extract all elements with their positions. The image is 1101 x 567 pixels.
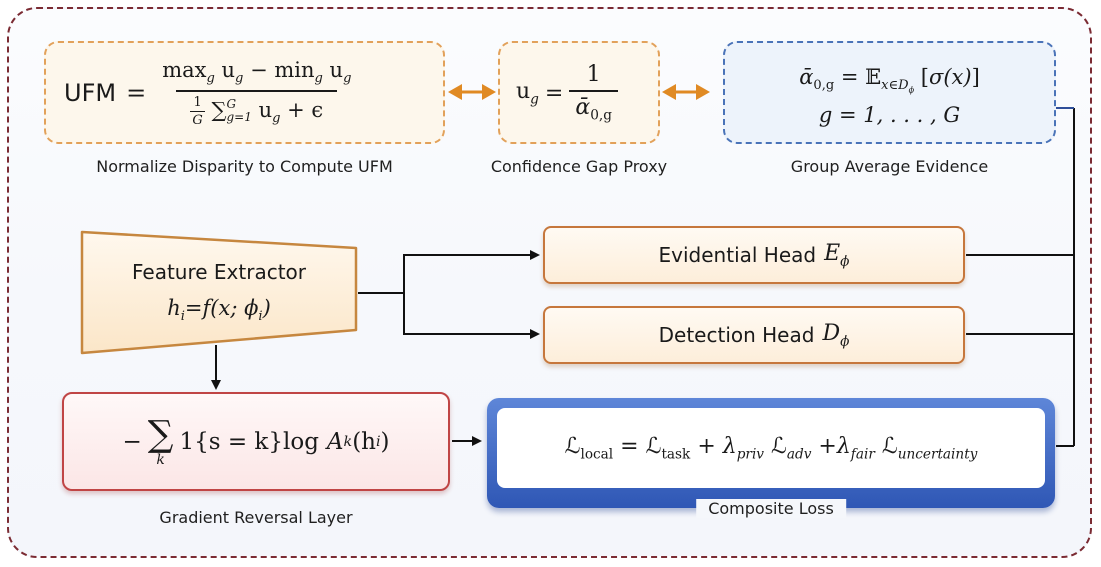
gap-caption: Confidence Gap Proxy (490, 157, 668, 176)
gap-lhs: ug (516, 78, 539, 108)
composite-loss-caption: Composite Loss (696, 499, 846, 518)
evidence-line1: ᾱ0,g = 𝔼x∈Dϕ [σ(x)] (799, 65, 980, 95)
evidence-box: ᾱ0,g = 𝔼x∈Dϕ [σ(x)] g = 1, . . . , G (723, 41, 1056, 144)
composite-loss: ℒlocal = ℒtask + λpriv ℒadv +λfair ℒunce… (487, 398, 1055, 518)
double-arrow-ufm-gap (448, 84, 496, 100)
feature-extractor: Feature Extractor hi=f(x; ϕi) (82, 232, 356, 353)
arrow-to-detection-head (403, 293, 540, 339)
detection-head: Detection Head Dϕ (543, 306, 965, 364)
grl-caption: Gradient Reversal Layer (159, 508, 353, 527)
evidence-line2: g = 1, . . . , G (818, 103, 961, 127)
feature-extractor-title: Feature Extractor (131, 260, 307, 284)
gap-fraction: 1 ᾱ0,g (569, 62, 618, 124)
evidence-caption: Group Average Evidence (790, 157, 989, 176)
gap-box: ug = 1 ᾱ0,g (498, 41, 660, 144)
ufm-label: UFM (64, 79, 117, 107)
evidential-head: Evidential Head Eϕ (543, 226, 965, 284)
ufm-caption: Normalize Disparity to Compute UFM (96, 157, 393, 176)
arrow-to-evidential-head (358, 250, 540, 294)
double-arrow-gap-evidence (662, 84, 710, 100)
composite-loss-formula: ℒlocal = ℒtask + λpriv ℒadv +λfair ℒunce… (497, 408, 1045, 488)
feature-extractor-formula: hi=f(x; ϕi) (167, 296, 271, 325)
